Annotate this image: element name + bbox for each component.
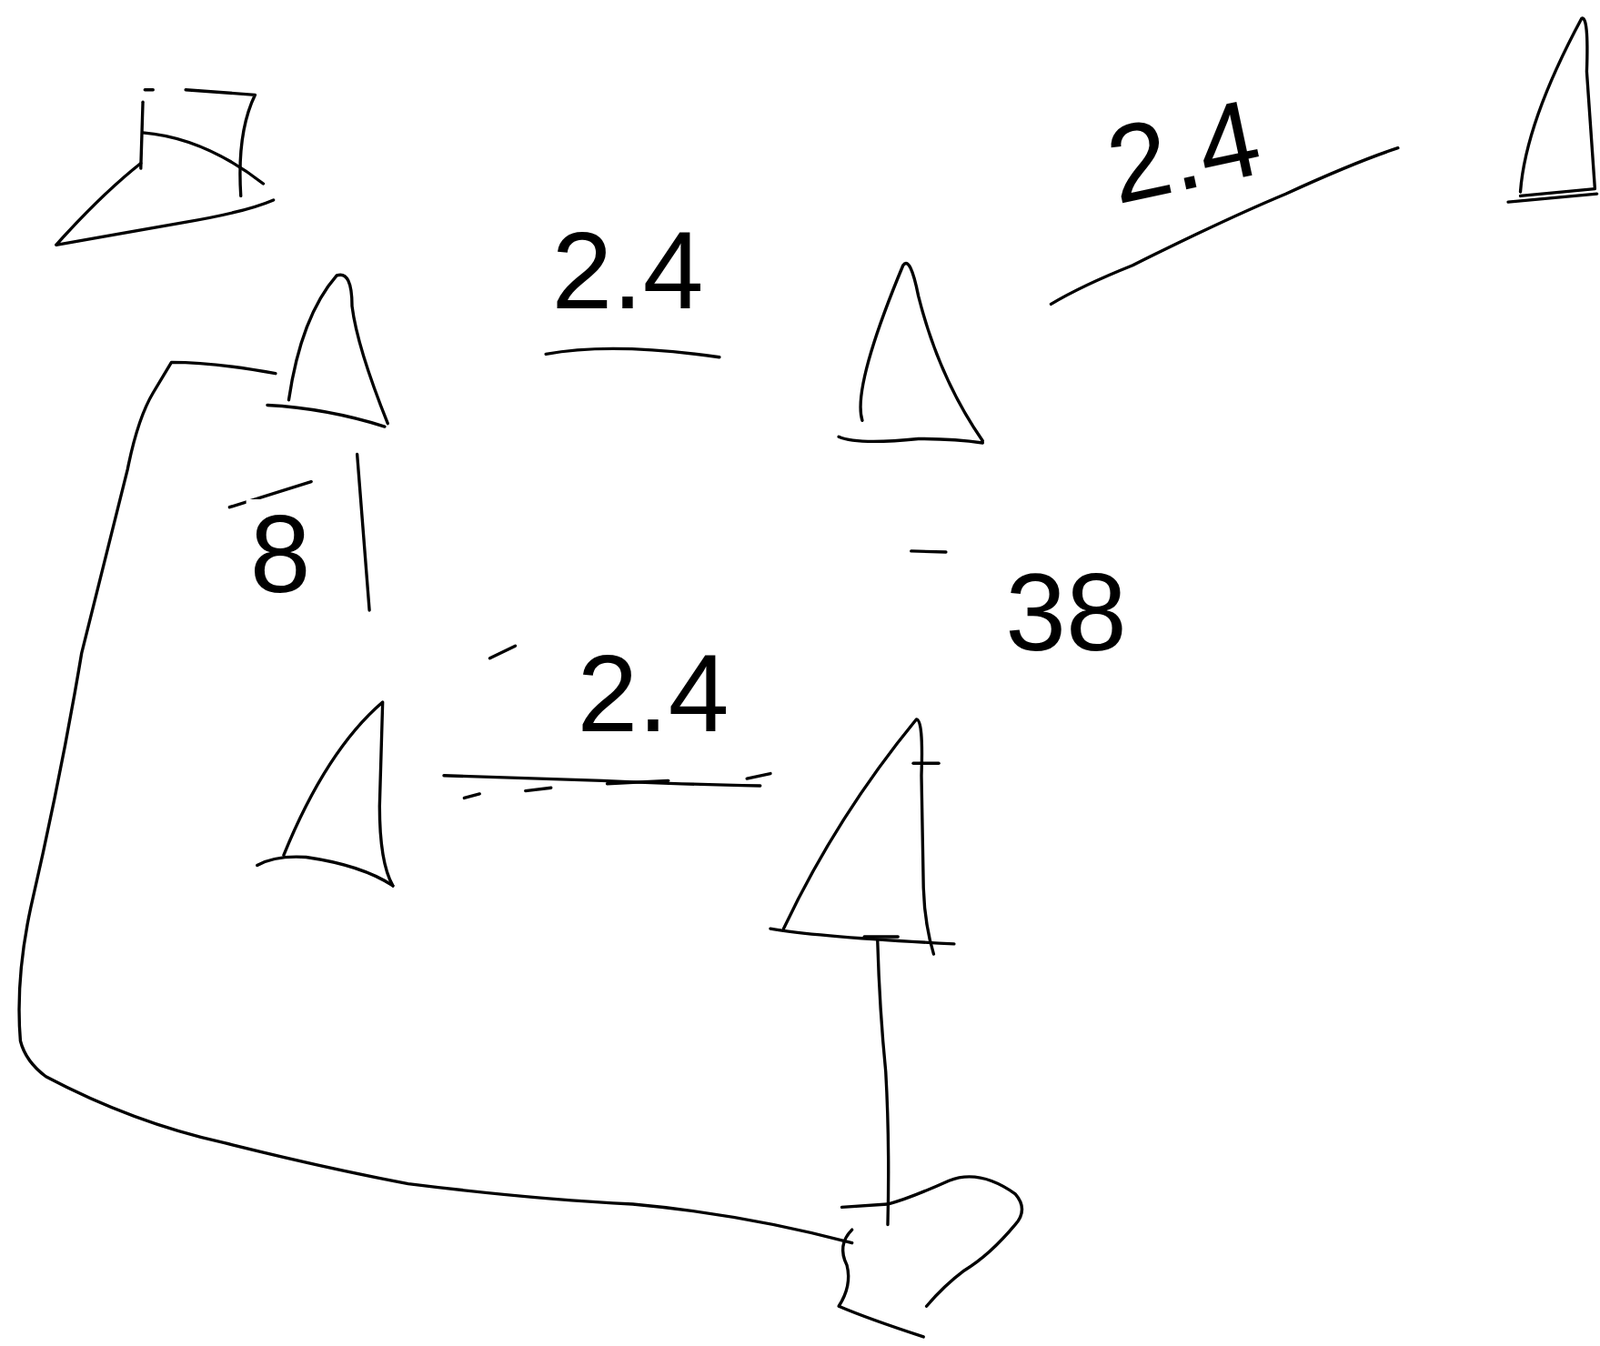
distance-label: 8 (246, 499, 315, 609)
distance-label: 2.4 (548, 215, 708, 325)
distance-label: 2.4 (1094, 80, 1273, 222)
start-marker (56, 90, 274, 246)
cone (267, 274, 388, 427)
distance-label: 38 (1001, 557, 1130, 667)
cone (1508, 18, 1598, 202)
cone (838, 262, 983, 443)
distance-lines (229, 148, 1398, 799)
distance-label: 2.4 (573, 638, 734, 748)
cone (257, 702, 393, 886)
running-path (19, 362, 1022, 1338)
cone (770, 719, 955, 955)
